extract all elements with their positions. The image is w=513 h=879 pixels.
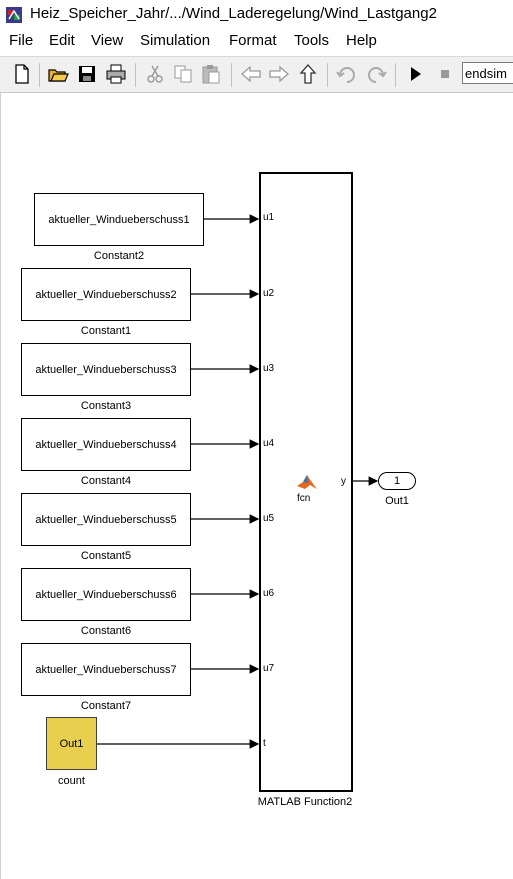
back-icon[interactable] <box>240 63 262 85</box>
toolbar-separator <box>327 63 328 87</box>
block-name: count <box>58 775 85 787</box>
menu-edit[interactable]: Edit <box>49 32 75 49</box>
print-icon[interactable] <box>105 63 127 85</box>
block-name: Constant7 <box>80 700 132 712</box>
output-port-label: y <box>341 476 346 487</box>
block-name: MATLAB Function2 <box>257 796 353 808</box>
open-icon[interactable] <box>47 63 69 85</box>
counter-port-label: Out1 <box>59 737 84 750</box>
input-port-label: u2 <box>263 288 275 299</box>
menu-simulation[interactable]: Simulation <box>140 32 211 49</box>
block-name: Constant5 <box>80 550 132 562</box>
stop-icon[interactable] <box>434 63 456 85</box>
toolbar-separator <box>395 63 396 87</box>
window-title: Heiz_Speicher_Jahr/.../Wind_Laderegelung… <box>30 5 437 22</box>
run-icon[interactable] <box>404 63 426 85</box>
constant-block[interactable]: aktueller_Windueberschuss2 <box>21 268 191 321</box>
toolbar <box>0 56 513 93</box>
function-icon-label: fcn <box>297 493 311 504</box>
counter-block[interactable]: Out1 <box>46 717 97 770</box>
stop-time-field[interactable]: endsim <box>462 62 513 84</box>
menu-format[interactable]: Format <box>229 32 277 49</box>
new-model-icon[interactable] <box>11 63 33 85</box>
copy-icon[interactable] <box>172 63 194 85</box>
input-port-label: u1 <box>263 212 275 223</box>
outport-block[interactable]: 1 <box>378 472 416 490</box>
matlab-function-block[interactable]: u1 u2 u3 u4 u5 u6 u7 t y fcn <box>259 172 353 792</box>
block-name: Constant3 <box>80 400 132 412</box>
toolbar-separator <box>135 63 136 87</box>
block-name: Constant4 <box>80 475 132 487</box>
menu-bar: File Edit View Simulation Format Tools H… <box>0 30 513 53</box>
constant-block[interactable]: aktueller_Windueberschuss7 <box>21 643 191 696</box>
input-port-label: t <box>263 738 266 749</box>
constant-block[interactable]: aktueller_Windueberschuss1 <box>34 193 204 246</box>
undo-icon[interactable] <box>336 63 358 85</box>
menu-help[interactable]: Help <box>346 32 377 49</box>
input-port-label: u4 <box>263 438 275 449</box>
constant-block[interactable]: aktueller_Windueberschuss5 <box>21 493 191 546</box>
cut-icon[interactable] <box>144 63 166 85</box>
constant-block[interactable]: aktueller_Windueberschuss3 <box>21 343 191 396</box>
block-name: Out1 <box>385 495 409 507</box>
input-port-label: u5 <box>263 513 275 524</box>
input-port-label: u6 <box>263 588 275 599</box>
menu-view[interactable]: View <box>91 32 124 49</box>
input-port-label: u7 <box>263 663 275 674</box>
redo-icon[interactable] <box>365 63 387 85</box>
constant-block[interactable]: aktueller_Windueberschuss6 <box>21 568 191 621</box>
forward-icon[interactable] <box>268 63 290 85</box>
outport-number: 1 <box>393 475 401 487</box>
menu-file[interactable]: File <box>9 32 34 49</box>
constant-block[interactable]: aktueller_Windueberschuss4 <box>21 418 191 471</box>
up-icon[interactable] <box>297 63 319 85</box>
toolbar-separator <box>39 63 40 87</box>
canvas-border <box>0 93 1 879</box>
title-bar: Heiz_Speicher_Jahr/.../Wind_Laderegelung… <box>0 0 513 30</box>
block-name: Constant2 <box>93 250 145 262</box>
block-name: Constant6 <box>80 625 132 637</box>
simulink-app-icon <box>6 7 22 23</box>
save-icon[interactable] <box>76 63 98 85</box>
block-name: Constant1 <box>80 325 132 337</box>
input-port-label: u3 <box>263 363 275 374</box>
toolbar-separator <box>231 63 232 87</box>
menu-tools[interactable]: Tools <box>294 32 330 49</box>
matlab-logo-icon <box>297 475 317 489</box>
paste-icon[interactable] <box>200 63 222 85</box>
